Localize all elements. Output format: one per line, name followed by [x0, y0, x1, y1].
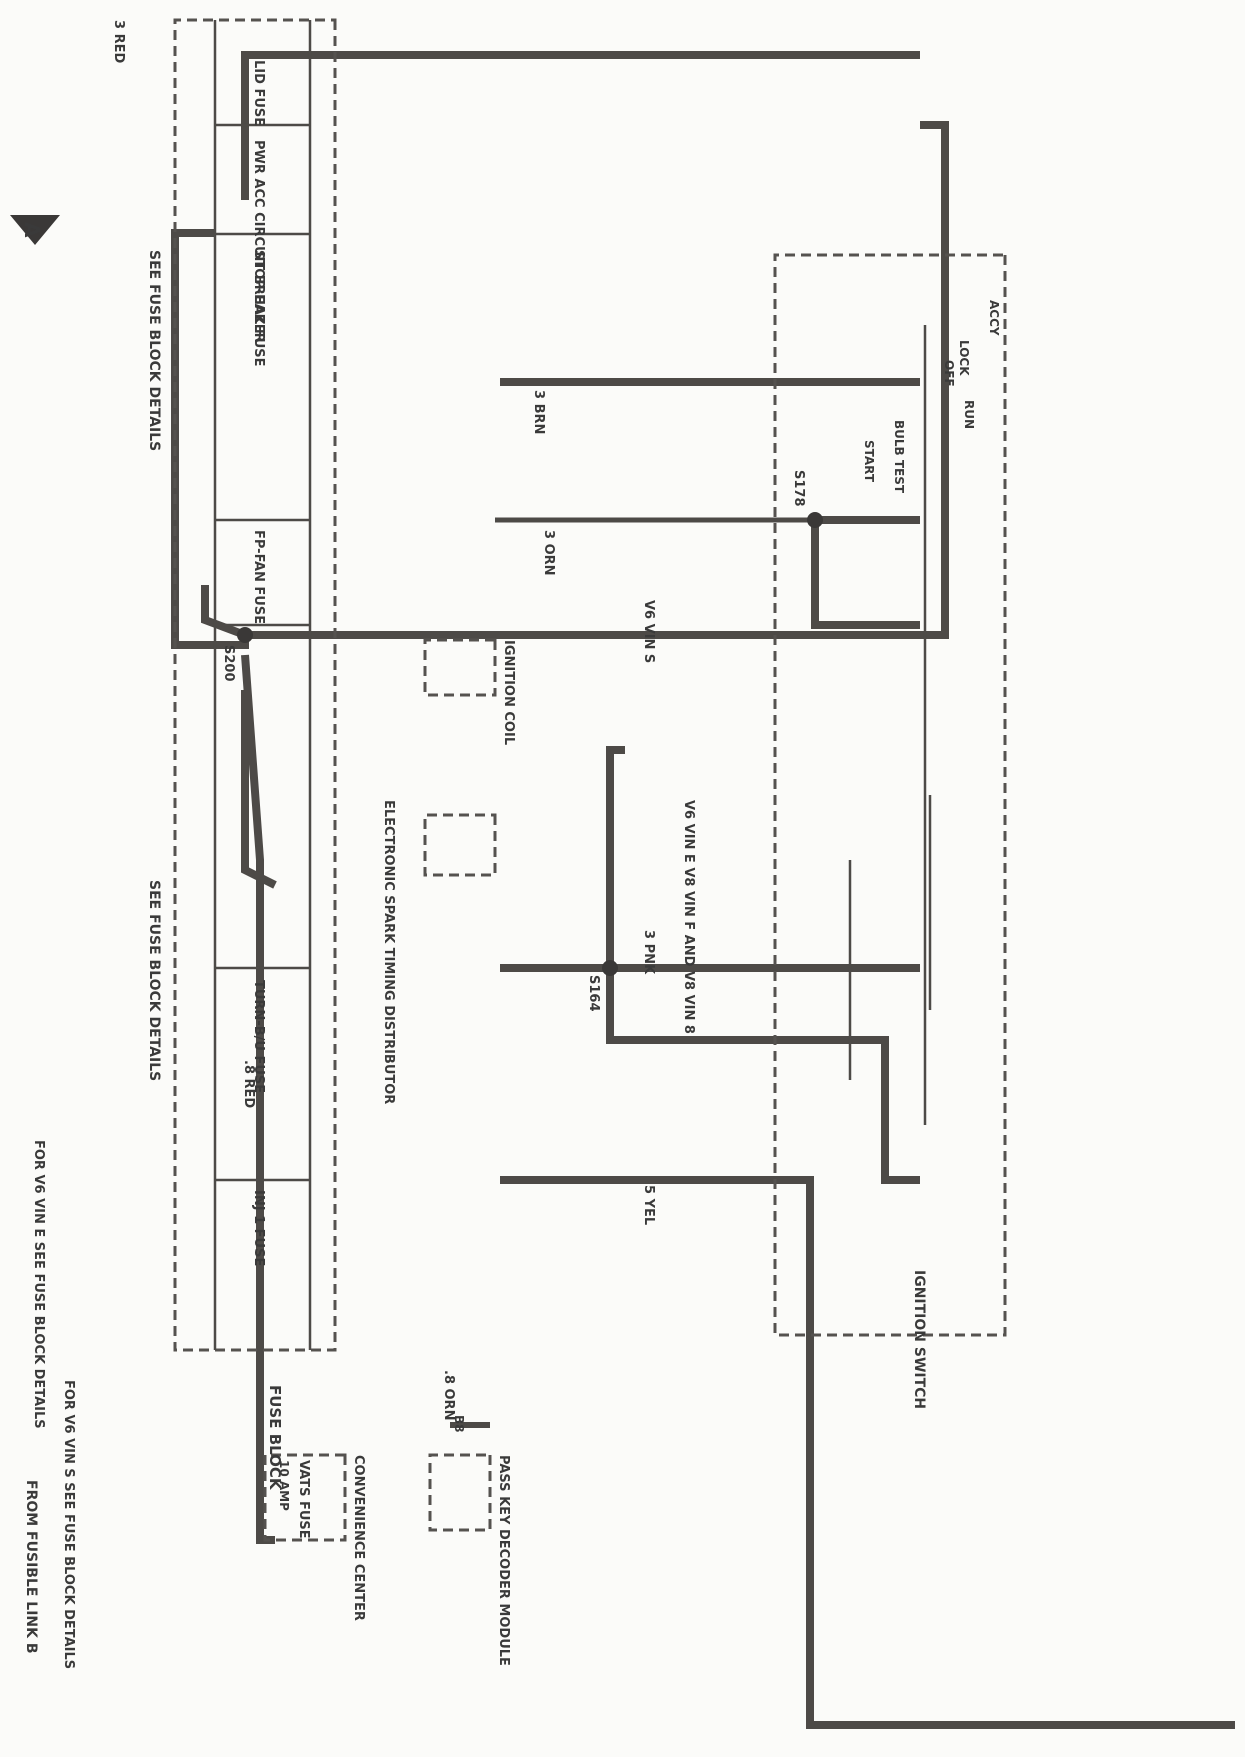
- convenience-center-label: CONVENIENCE CENTER: [351, 1455, 366, 1621]
- splice-s178: [807, 512, 823, 528]
- distributor-box: [423, 813, 497, 877]
- ignition-switch-title: IGNITION SWITCH: [911, 1270, 927, 1409]
- passkey-module-box: [428, 1453, 492, 1532]
- switch-bulbtest-label: BULB TEST: [892, 420, 906, 494]
- switch-off-label: OFF: [942, 360, 956, 387]
- from-fusible-link-label: FROM FUSIBLE LINK B: [23, 1480, 39, 1654]
- fuse-block-title: FUSE BLOCK: [266, 1385, 284, 1491]
- wire-label-08orn: .8 ORN: [441, 1370, 456, 1420]
- wire-label-3pnk: 3 PNK: [641, 930, 656, 975]
- wire-3orn-htr: [811, 520, 920, 629]
- wire-5red-feed: [171, 229, 249, 649]
- ignition-switch: [773, 253, 1007, 1337]
- engine-v6-vin-s: V6 VIN S: [641, 600, 656, 663]
- see-fuse-note-2: SEE FUSE BLOCK DETAILS: [146, 880, 162, 1081]
- wire-3red-lid: [241, 51, 920, 200]
- connector-a-triangle: [10, 215, 60, 245]
- passkey-module-label: PASS KEY DECODER MODULE: [496, 1455, 511, 1666]
- fuse-block-outline: [173, 18, 337, 1352]
- see-fuse-note-1: SEE FUSE BLOCK DETAILS: [146, 250, 162, 451]
- wire-label-3brn: 3 BRN: [531, 390, 546, 434]
- wire-3pnk-c100: [606, 746, 625, 968]
- vats-rating-label: 10 AMP: [277, 1460, 291, 1511]
- ignition-coil-box: [423, 638, 497, 697]
- vats-fuse-label: VATS FUSE: [296, 1460, 311, 1539]
- splice-s178-label: S178: [791, 470, 806, 507]
- fuse-fpfan-label: FP-FAN FUSE: [251, 530, 266, 624]
- vats-fuse-box: [263, 1453, 347, 1542]
- fuse-lid-label: LID FUSE: [251, 60, 266, 126]
- splice-s200: [237, 627, 253, 643]
- fuse-turn-label: TURN-B/U FUSE: [251, 980, 266, 1093]
- text-labels: FROM FUSIBLE LINK B A FUSE BLOCK SEE FUS…: [20, 20, 1001, 1669]
- wire-3pnk-inj: [606, 968, 920, 1184]
- wire-b2-to-s200: [201, 585, 247, 639]
- ignition-switch-outline: [773, 253, 1007, 1337]
- ignition-coil-label: IGNITION COIL: [501, 640, 516, 745]
- switch-lock-label: LOCK: [957, 340, 971, 376]
- wire-3red-pwracc: [245, 121, 949, 639]
- note-vin-e: FOR V6 VIN E SEE FUSE BLOCK DETAILS: [31, 1140, 46, 1429]
- fuse-pwracc-label: PWR ACC CIRCUIT BREAKER: [251, 140, 266, 343]
- wire-label-3orn: 3 ORN: [541, 530, 556, 576]
- wire-label-5yel: 5 YEL: [641, 1185, 656, 1225]
- switch-accy-label: ACCY: [987, 300, 1001, 336]
- connector-a-letter: A: [20, 222, 44, 238]
- wire-5red-to-c1: [241, 690, 277, 889]
- wire-5yel: [500, 1176, 1235, 1729]
- switch-run-label: RUN: [962, 400, 976, 429]
- engine-v8-group: V6 VIN E V8 VIN F AND V8 VIN 8: [681, 800, 696, 1034]
- wire-label-3red-top: 3 RED: [111, 20, 126, 63]
- fuse-inj1-label: INJ 1 FUSE: [251, 1190, 266, 1266]
- splice-s164-label: S164: [586, 975, 601, 1012]
- splice-s200-label: S200: [221, 645, 236, 682]
- distributor-label: ELECTRONIC SPARK TIMING DISTRIBUTOR: [381, 800, 396, 1104]
- note-vin-s: FOR V6 VIN S SEE FUSE BLOCK DETAILS: [61, 1380, 76, 1669]
- fuse-block: [173, 18, 337, 1352]
- fuse-stophaz-label: STOP-HAZ FUSE: [251, 250, 266, 367]
- wire-label-08red: .8 RED: [241, 1060, 256, 1108]
- splice-s164: [602, 960, 618, 976]
- passkey-b8-label: B8: [452, 1415, 466, 1433]
- switch-start-label: START: [862, 440, 876, 483]
